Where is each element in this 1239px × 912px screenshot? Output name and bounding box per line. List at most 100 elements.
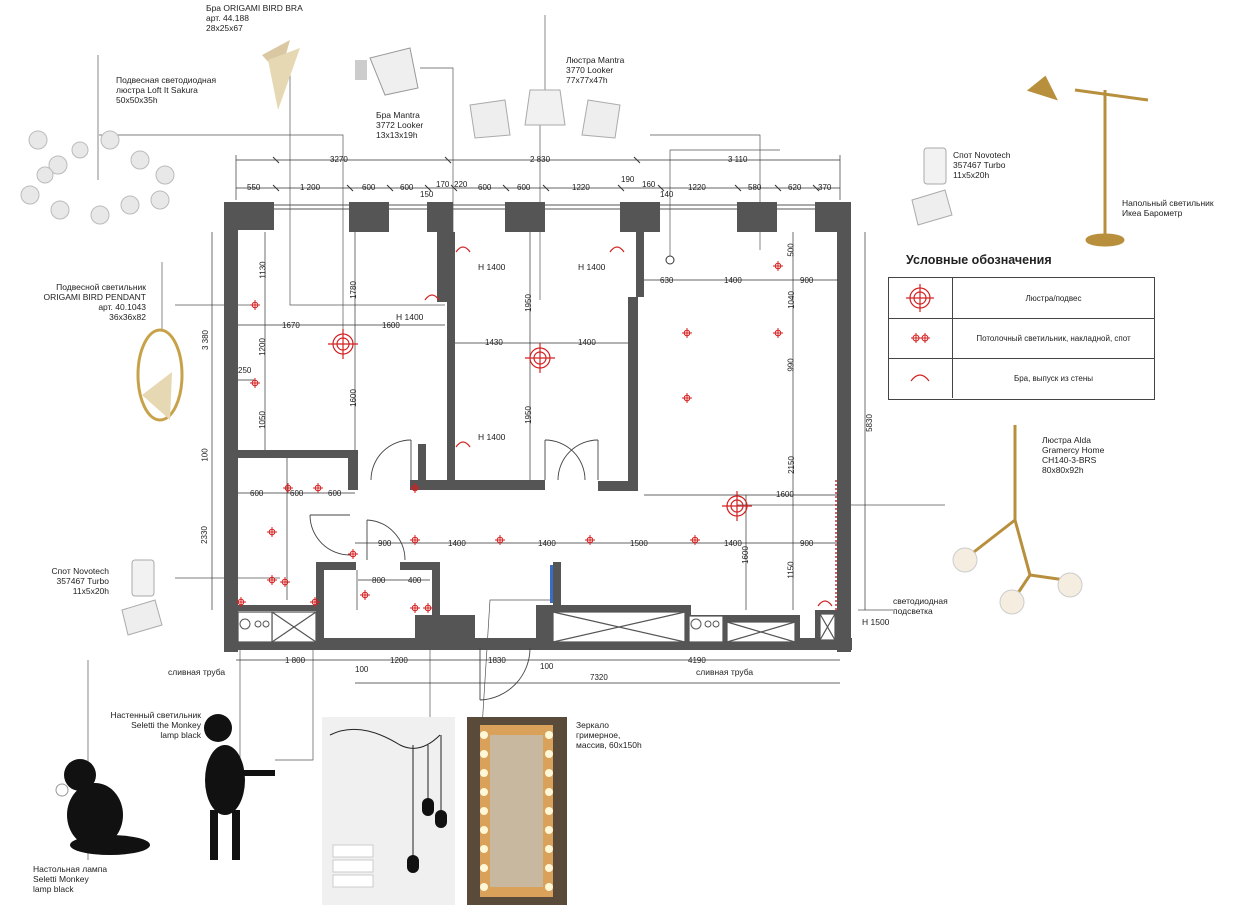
mirror-bulb [480, 826, 488, 834]
mirror-bulb [480, 807, 488, 815]
chandelier-symbol-icon [328, 329, 358, 359]
mirror-bulb [480, 750, 488, 758]
drain-pipe-right: сливная труба [696, 667, 754, 677]
dim-inner: 990 [786, 358, 796, 372]
sconce-symbol-icon [455, 441, 471, 448]
ceiling-spot-symbol-icon [360, 590, 370, 600]
dim-top: 620 [788, 183, 802, 192]
mirror-bulb [545, 826, 553, 834]
floor-lamp-icon [1026, 75, 1149, 247]
dim-top: 160 [642, 180, 656, 189]
legend-label-chandelier: Люстра/подвес [1025, 293, 1082, 303]
legend-label-spot: Потолочный светильник, накладной, спот [976, 333, 1131, 343]
ceiling-spot-symbol-icon [682, 393, 692, 403]
dim-top: 1220 [572, 183, 590, 192]
ceiling-spot-symbol-icon [690, 535, 700, 545]
dim-inner: 400 [408, 576, 422, 585]
mirror-marker [550, 565, 553, 603]
novotech-spot-left-icon [121, 559, 163, 636]
ceiling-spots [236, 261, 783, 613]
ceiling-spot-symbol-icon [236, 597, 246, 607]
doors [309, 439, 599, 701]
dim-top: 170 [436, 180, 450, 189]
legend-row: Бра, выпуск из стены [889, 358, 1154, 398]
ceiling-spot-symbol-icon [682, 328, 692, 338]
legend-label-sconce: Бра, выпуск из стены [1013, 373, 1094, 383]
dim-top: 600 [400, 183, 414, 192]
dim-inner: 1050 [257, 411, 267, 429]
dim-inner: 900 [800, 539, 814, 548]
sconce-symbol-icon [889, 358, 953, 398]
dim-inner: 900 [800, 276, 814, 285]
dim-top: 370 [818, 183, 832, 192]
dim-inner: 1780 [348, 281, 358, 299]
novotech-spot-top-icon [911, 147, 953, 226]
dimension-ticks [272, 156, 820, 192]
dim-inner: 1600 [348, 389, 358, 407]
ceiling-spot-symbol-icon [773, 261, 783, 271]
dim-top-total: 3 110 [728, 155, 748, 164]
dim-inner: 800 [372, 576, 386, 585]
mantra-sconce-icon [355, 47, 419, 96]
dim-inner: 600 [250, 489, 264, 498]
legend-title: Условные обозначения [906, 253, 1052, 267]
furniture [237, 611, 836, 643]
height-1400: Н 1400 [396, 312, 424, 322]
mirror-bulb [545, 845, 553, 853]
dim-bottom: 1830 [488, 656, 506, 665]
legend-table: Люстра/подвес Потолочный светильник, нак… [888, 277, 1155, 400]
ceiling-spot-symbol-icon [267, 527, 277, 537]
ceiling-spot-symbol-icon [280, 577, 290, 587]
origami-bird-sconce-icon [262, 40, 300, 110]
dim-top: 600 [362, 183, 376, 192]
dim-top: 550 [247, 183, 261, 192]
dim-inner: 1500 [630, 539, 648, 548]
dim-inner: 1130 [258, 261, 268, 279]
height-1500: Н 1500 [862, 617, 890, 627]
dim-inner: 600 [290, 489, 304, 498]
dim-inner: 500 [786, 243, 796, 257]
ceiling-spot-symbol-icon [423, 603, 433, 613]
dimension-lines [211, 155, 866, 684]
mirror-bulb [480, 769, 488, 777]
ceiling-spot-symbol-icon [250, 378, 260, 388]
height-1400: Н 1400 [478, 262, 506, 272]
dim-top: 600 [517, 183, 531, 192]
dim-inner: 1150 [786, 561, 796, 579]
dim-inner: 600 [328, 489, 342, 498]
mirror-bulb [545, 731, 553, 739]
dim-left: 3 380 [201, 329, 211, 351]
dim-bottom: 1 800 [285, 656, 306, 665]
sconce-symbols [424, 246, 833, 607]
dim-inner: 1430 [485, 338, 503, 347]
mirror-bulb [545, 769, 553, 777]
dim-top: 140 [660, 190, 674, 199]
dim-left: 100 [200, 448, 210, 462]
origami-pendant-icon [136, 262, 184, 422]
dim-top: 220 [454, 180, 468, 189]
dim-bottom: 7320 [590, 673, 608, 682]
drain-pipe-left: сливная труба [168, 667, 226, 677]
dim-inner: 1400 [724, 539, 742, 548]
sconce-symbol-icon [817, 600, 833, 607]
chandelier-symbol-icon [525, 343, 555, 373]
mirror-bulb [545, 807, 553, 815]
dim-bottom: 100 [540, 662, 554, 671]
ceiling-spot-symbol-icon [410, 603, 420, 613]
chandelier-symbol-icon [889, 278, 953, 318]
dim-right: 5830 [864, 414, 874, 432]
dim-top: 1220 [688, 183, 706, 192]
height-1400: Н 1400 [478, 432, 506, 442]
sakura-chandelier-icon [20, 55, 175, 225]
dim-bottom: 1200 [390, 656, 408, 665]
spot-marker [665, 255, 675, 265]
ceiling-spot-symbol-icon [410, 535, 420, 545]
